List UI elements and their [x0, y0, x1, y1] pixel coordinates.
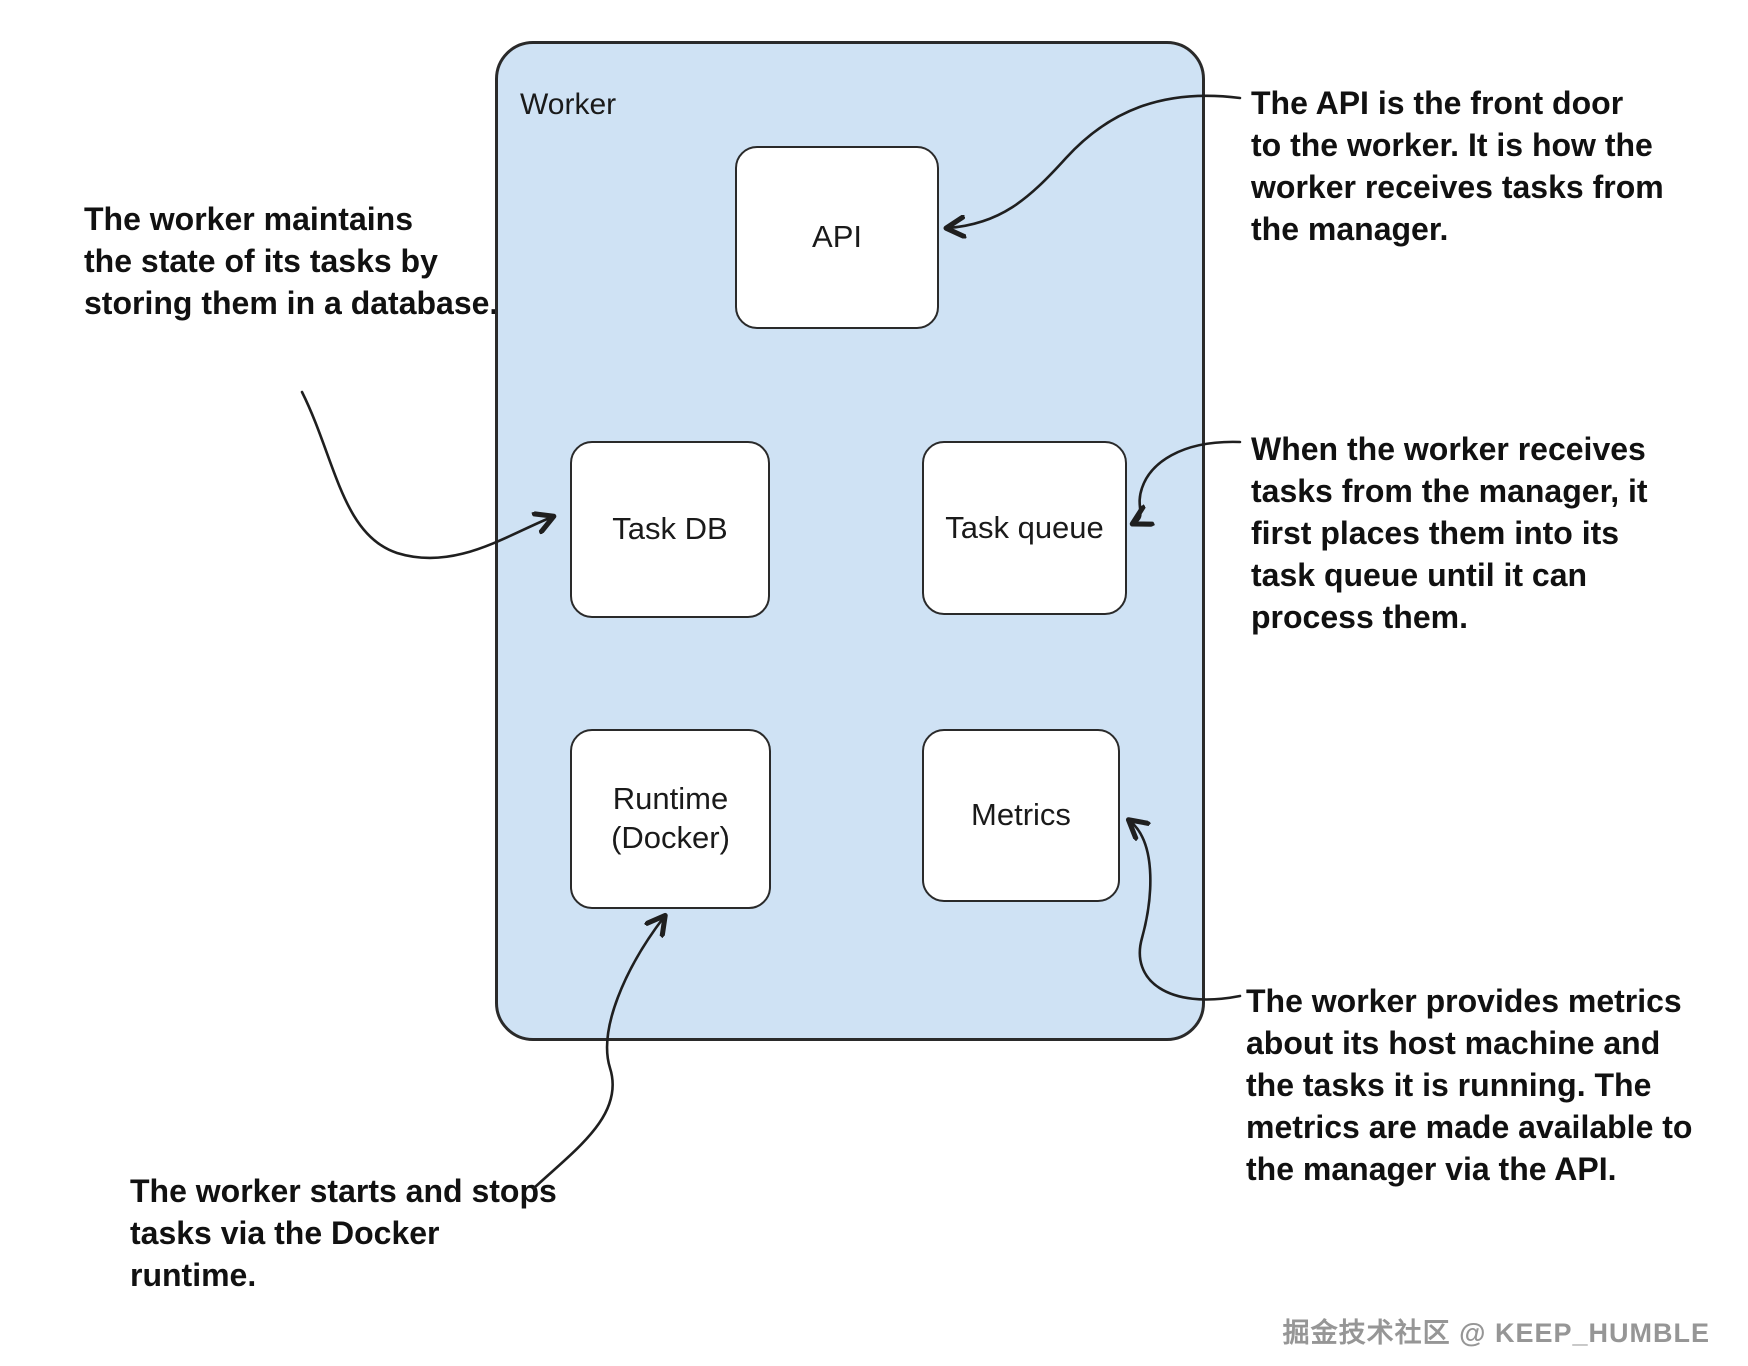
node-task-db: Task DB	[570, 441, 770, 618]
annotation-task-db: The worker maintains the state of its ta…	[84, 201, 499, 321]
watermark: 掘金技术社区 @ KEEP_HUMBLE	[1282, 1318, 1710, 1348]
worker-container: Worker API Task DB Task queue Runtime (D…	[495, 41, 1205, 1041]
annotation-api: The API is the front door to the worker.…	[1251, 85, 1664, 247]
annotation-metrics: The worker provides metrics about its ho…	[1246, 983, 1693, 1187]
node-task-db-label: Task DB	[612, 511, 728, 547]
node-task-queue: Task queue	[922, 441, 1127, 615]
node-metrics: Metrics	[922, 729, 1120, 902]
annotation-task-queue: When the worker receives tasks from the …	[1251, 431, 1648, 635]
annotation-runtime: The worker starts and stops tasks via th…	[130, 1173, 557, 1293]
node-task-queue-label: Task queue	[945, 509, 1104, 545]
node-metrics-label: Metrics	[971, 797, 1071, 833]
node-api: API	[735, 146, 939, 329]
worker-container-label: Worker	[520, 88, 617, 121]
node-runtime-docker: Runtime (Docker)	[570, 729, 771, 909]
node-runtime-docker-label: Runtime (Docker)	[611, 781, 730, 855]
node-api-label: API	[812, 219, 862, 255]
